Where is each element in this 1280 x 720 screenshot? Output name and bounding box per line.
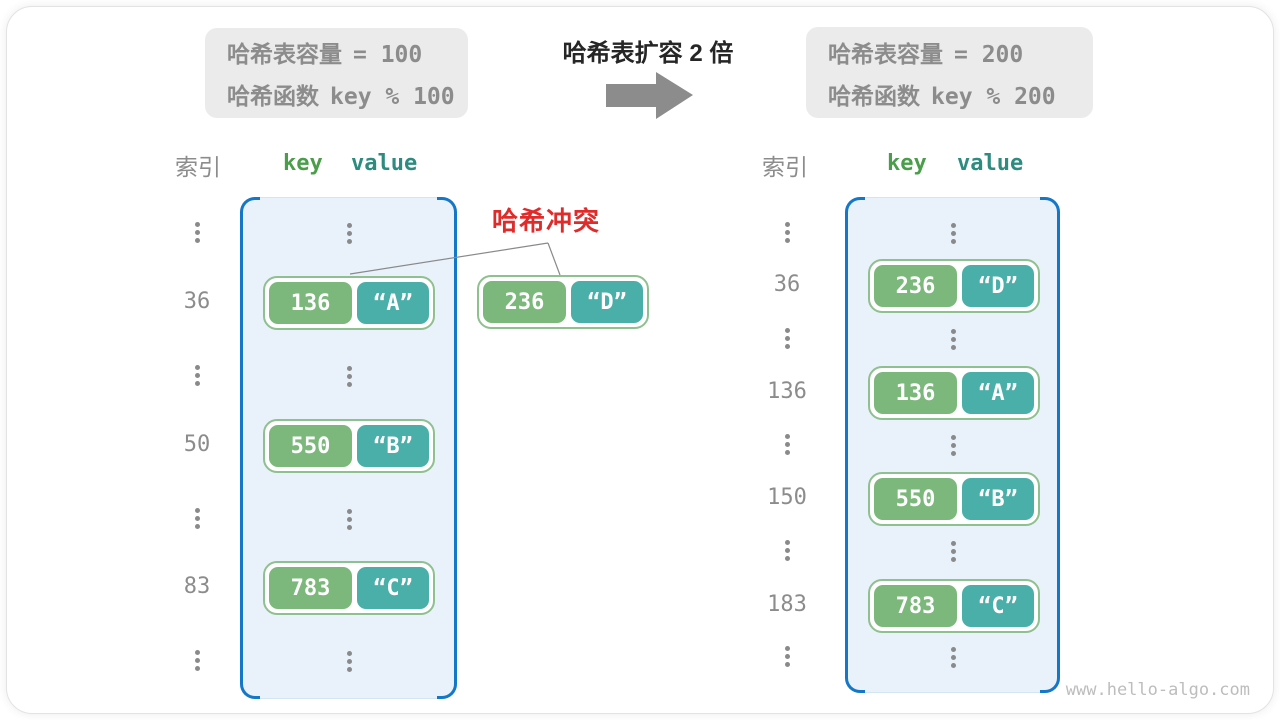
- hash-table-before: 136 “A” 550 “B” 783 “C”: [240, 197, 457, 699]
- hash-fn-line-before: 哈希函数 key % 100: [227, 77, 468, 111]
- ellipsis-dots: [194, 650, 200, 671]
- capacity-label: 哈希表容量: [227, 41, 342, 67]
- hash-fn-label: 哈希函数: [227, 83, 319, 109]
- key-cell: 136: [874, 372, 957, 414]
- ellipsis-dots: [784, 222, 790, 243]
- index-label: 36: [183, 289, 211, 314]
- value-cell: “D”: [571, 281, 643, 323]
- ellipsis-dots: [950, 329, 956, 350]
- watermark: www.hello-algo.com: [1065, 680, 1250, 700]
- info-box-after: 哈希表容量 = 200 哈希函数 key % 200: [806, 27, 1093, 118]
- hash-fn-label: 哈希函数: [828, 82, 920, 109]
- value-cell: “B”: [357, 425, 429, 467]
- pair-783-C: 783 “C”: [263, 561, 435, 615]
- ellipsis-dots: [950, 435, 956, 456]
- key-header-before: key: [283, 151, 323, 176]
- capacity-line-after: 哈希表容量 = 200: [828, 35, 1093, 69]
- ellipsis-dots: [784, 646, 790, 667]
- hash-fn-value: key % 100: [330, 84, 455, 110]
- hash-fn-line-after: 哈希函数 key % 200: [828, 77, 1093, 111]
- value-cell: “C”: [357, 567, 429, 609]
- right-arrow-icon: [606, 84, 656, 107]
- collision-label: 哈希冲突: [492, 206, 601, 236]
- key-cell: 550: [269, 425, 352, 467]
- value-cell: “D”: [962, 265, 1034, 307]
- value-cell: “B”: [962, 478, 1034, 520]
- bucket-bracket-right-icon: [437, 197, 457, 699]
- index-label: 36: [773, 272, 801, 297]
- info-box-before: 哈希表容量 = 100 哈希函数 key % 100: [205, 28, 468, 118]
- ellipsis-dots: [346, 509, 352, 530]
- value-cell: “A”: [962, 372, 1034, 414]
- index-label: 50: [183, 432, 211, 457]
- expand-title: 哈希表扩容 2 倍: [562, 40, 734, 67]
- bucket-bracket-left-icon: [240, 197, 260, 699]
- ellipsis-dots: [194, 508, 200, 529]
- pair-550-B: 550 “B”: [263, 419, 435, 473]
- ellipsis-dots: [950, 647, 956, 668]
- ellipsis-dots: [784, 328, 790, 349]
- right-arrow-head-icon: [656, 72, 693, 119]
- value-cell: “C”: [962, 585, 1034, 627]
- ellipsis-dots: [950, 223, 956, 244]
- hash-table-after: 236 “D” 136 “A” 550 “B” 783 “C”: [845, 197, 1060, 693]
- key-cell: 236: [483, 281, 566, 323]
- ellipsis-dots: [950, 541, 956, 562]
- pair-783-C: 783 “C”: [868, 579, 1040, 633]
- index-label: 83: [183, 574, 211, 599]
- pair-236-D-colliding: 236 “D”: [477, 275, 649, 329]
- index-label: 136: [767, 379, 807, 404]
- pair-236-D: 236 “D”: [868, 259, 1040, 313]
- key-cell: 550: [874, 478, 957, 520]
- capacity-value: = 200: [954, 41, 1024, 68]
- ellipsis-dots: [194, 365, 200, 386]
- ellipsis-dots: [784, 434, 790, 455]
- key-cell: 783: [269, 567, 352, 609]
- value-header-after: value: [957, 151, 1024, 176]
- ellipsis-dots: [346, 366, 352, 387]
- value-header-before: value: [351, 151, 418, 176]
- key-cell: 236: [874, 265, 957, 307]
- ellipsis-dots: [784, 540, 790, 561]
- ellipsis-dots: [194, 222, 200, 243]
- bucket-bracket-left-icon: [845, 197, 865, 693]
- key-cell: 783: [874, 585, 957, 627]
- index-header-after: 索引: [762, 154, 808, 180]
- capacity-line-before: 哈希表容量 = 100: [227, 35, 468, 69]
- capacity-value: = 100: [353, 42, 423, 68]
- capacity-label: 哈希表容量: [828, 40, 943, 67]
- ellipsis-dots: [346, 223, 352, 244]
- index-label: 150: [767, 485, 807, 510]
- value-cell: “A”: [357, 282, 429, 324]
- key-header-after: key: [887, 151, 927, 176]
- key-cell: 136: [269, 282, 352, 324]
- bucket-bracket-right-icon: [1040, 197, 1060, 693]
- pair-136-A: 136 “A”: [263, 276, 435, 330]
- index-header-before: 索引: [175, 154, 221, 180]
- hash-fn-value: key % 200: [931, 83, 1056, 110]
- card-frame: [6, 6, 1274, 714]
- ellipsis-dots: [346, 651, 352, 672]
- index-label: 183: [767, 592, 807, 617]
- pair-136-A: 136 “A”: [868, 366, 1040, 420]
- pair-550-B: 550 “B”: [868, 472, 1040, 526]
